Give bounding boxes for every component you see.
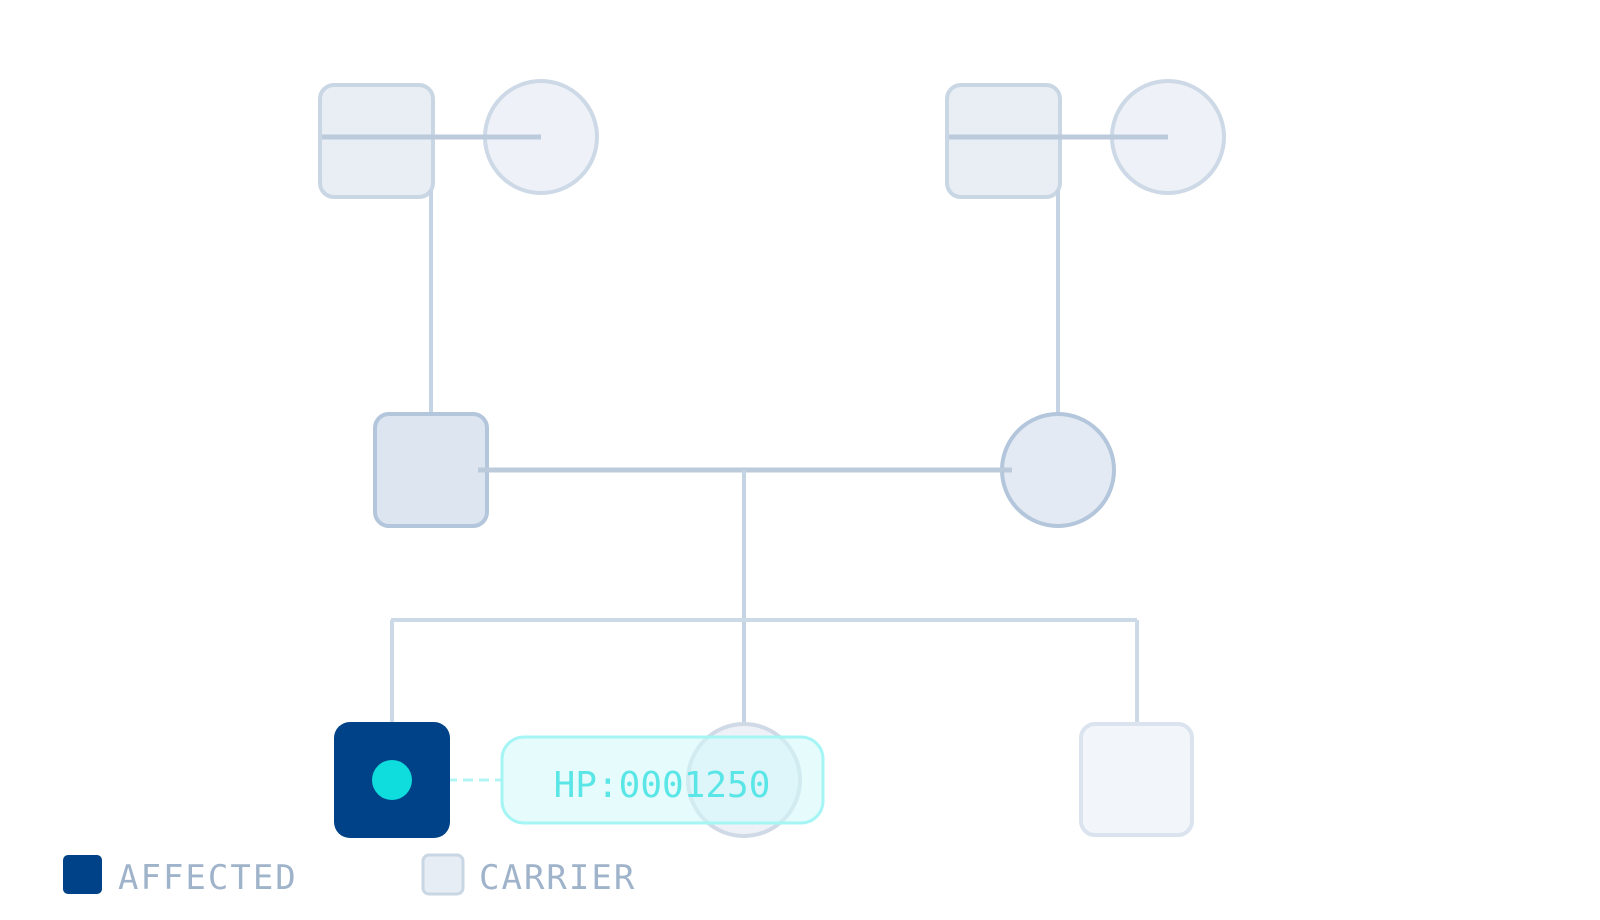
hpo-annotation-badge[interactable]: HP:0001250	[500, 735, 825, 825]
legend-carrier-label: CARRIER	[479, 858, 637, 898]
grandparents-left-couple	[318, 79, 599, 199]
grandfather-right-node[interactable]	[945, 83, 1062, 199]
father-node[interactable]	[373, 412, 489, 528]
proband-node[interactable]	[334, 722, 450, 838]
legend-affected-label: AFFECTED	[118, 858, 298, 898]
grandfather-left-node[interactable]	[318, 83, 435, 199]
legend-affected-swatch	[63, 855, 102, 894]
legend-carrier-swatch	[421, 853, 465, 896]
hpo-term-label: HP:0001250	[554, 765, 771, 806]
grandparents-right-couple	[945, 79, 1226, 199]
mother-node[interactable]	[1000, 412, 1116, 528]
brother-node[interactable]	[1079, 722, 1194, 837]
proband-marker-dot	[372, 760, 412, 800]
hpo-badge-background	[500, 735, 825, 825]
